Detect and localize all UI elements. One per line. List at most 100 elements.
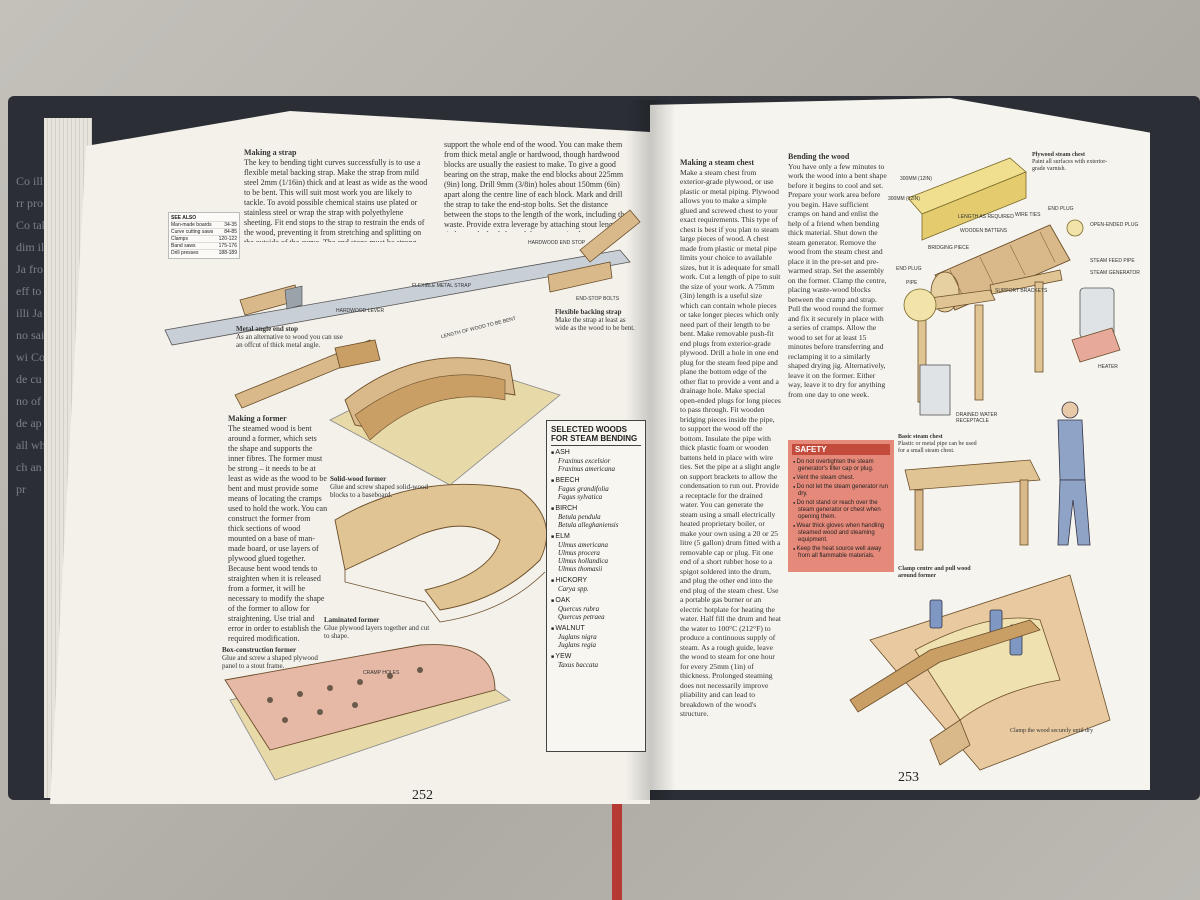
- drained-water-receptacle: [919, 364, 951, 416]
- wood-entry: ASH Fraxinus excelsior Fraxinus american…: [551, 449, 641, 473]
- wood-entry: OAK Quercus rubra Quercus petraea: [551, 597, 641, 621]
- wood-latin: Betula pendula: [558, 513, 601, 521]
- selected-woods-title: SELECTED WOODS FOR STEAM BENDING: [551, 425, 641, 446]
- bent-wood-strip: [849, 619, 1041, 713]
- wood-entry: YEW Taxus baccata: [551, 653, 641, 669]
- wood-name: HICKORY: [551, 577, 641, 585]
- steam-chest-text: Make a steam chest from exterior-grade p…: [680, 167, 782, 719]
- label-steam-feed-pipe: STEAM FEED PIPE: [1090, 258, 1135, 264]
- steam-chest-heading: Making a steam chest: [680, 158, 754, 167]
- backing-strap-caption-text: Make the strap at least as wide as the w…: [555, 316, 635, 332]
- label-cramp-holes: CRAMP HOLES: [363, 670, 400, 676]
- person-bending-wood: [1057, 401, 1091, 546]
- label-wire-ties: WIRE TIES: [1015, 212, 1041, 218]
- wood-name: ASH: [551, 449, 641, 457]
- label-drained-water: DRAINED WATER RECEPTACLE: [956, 412, 998, 424]
- label-flexible-metal-strap: FLEXIBLE METAL STRAP: [412, 283, 471, 289]
- wood-entry: HICKORY Carya spp.: [551, 577, 641, 593]
- making-strap-section: Making a strap The key to bending tight …: [244, 148, 430, 242]
- wood-latin: Ulmus thomasii: [558, 565, 603, 573]
- laminated-former: [334, 483, 548, 611]
- label-bridging-piece: BRIDGING PIECE: [928, 245, 970, 251]
- bending-text: You have only a few minutes to work the …: [788, 161, 887, 399]
- laminated-former-text: Glue plywood layers together and cut to …: [324, 624, 430, 640]
- label-steam-generator: STEAM GENERATOR: [1090, 270, 1140, 276]
- safety-item: Do not stand or reach over the steam gen…: [792, 499, 890, 521]
- solid-former-text: Glue and screw shaped solid-wood blocks …: [330, 483, 428, 499]
- wood-name: WALNUT: [551, 625, 641, 633]
- solid-former-caption: Solid-wood former Glue and screw shaped …: [330, 475, 440, 499]
- basic-chest-caption: Basic steam chest Plastic or metal pipe …: [898, 434, 978, 455]
- box-former-title: Box-construction former: [222, 646, 297, 654]
- wood-latin: Fraxinus americana: [558, 465, 615, 473]
- trestle-supports: [914, 269, 1063, 403]
- safety-item: Wear thick gloves when handling steamed …: [792, 522, 890, 544]
- wood-name: YEW: [551, 653, 641, 661]
- wood-entry: WALNUT Juglans nigra Juglans regia: [551, 625, 641, 649]
- wood-name: ELM: [551, 533, 641, 541]
- label-pipe: PIPE: [906, 280, 918, 286]
- wood-latin: Quercus rubra: [558, 605, 600, 613]
- strap-continued-text: support the whole end of the wood. You c…: [444, 140, 631, 232]
- making-former-section: Making a former The steamed wood is bent…: [228, 414, 328, 646]
- backing-strap-caption: Flexible backing strap Make the strap at…: [555, 308, 640, 332]
- label-hardwood-lever: HARDWOOD LEVER: [336, 308, 385, 314]
- wood-latin: Ulmus procera: [558, 549, 600, 557]
- clamp-caption: Clamp the wood securely until dry: [1010, 728, 1094, 734]
- label-support-brackets: SUPPORT BRACKETS: [995, 288, 1048, 294]
- wood-latin: Carya spp.: [558, 585, 589, 593]
- bookmark-ribbon: [612, 790, 622, 900]
- wood-latin: Quercus petraea: [558, 613, 605, 621]
- label-end-plug: END PLUG: [1048, 206, 1074, 212]
- box-former-caption: Box-construction former Glue and screw a…: [222, 646, 318, 670]
- end-plug-disc: [903, 288, 937, 322]
- safety-title: SAFETY: [792, 444, 890, 455]
- flexible-metal-strap: [164, 249, 631, 346]
- label-dim2: 300mm (12in): [888, 196, 920, 202]
- safety-item: Do not overtighten the steam generator's…: [792, 458, 890, 473]
- wood-latin: Ulmus americana: [558, 541, 608, 549]
- laminated-former-caption: Laminated former Glue plywood layers tog…: [324, 616, 434, 640]
- wood-latin: Juglans nigra: [558, 633, 597, 641]
- plywood-chest-title: Plywood steam chest: [1032, 152, 1085, 158]
- safety-item: Vent the steam chest.: [792, 474, 890, 482]
- wood-latin: Fraxinus excelsior: [558, 457, 611, 465]
- box-construction-former: [224, 644, 496, 751]
- making-former-text: The steamed wood is bent around a former…: [228, 424, 328, 643]
- plywood-chest-text: Paint all surfaces with exterior-grade v…: [1032, 159, 1108, 172]
- right-page-number: 253: [898, 770, 919, 785]
- wood-latin: Ulmus hollandica: [558, 557, 608, 565]
- see-also-title: SEE ALSO: [171, 215, 197, 221]
- wood-entry: BEECH Fagus grandifolia Fagus sylvatica: [551, 477, 641, 501]
- clamp-title: Clamp centre and pull wood around former: [898, 566, 971, 579]
- basic-chest-text: Plastic or metal pipe can be used for a …: [898, 441, 977, 454]
- laminated-former-title: Laminated former: [324, 616, 380, 624]
- safety-item: Keep the heat source well away from all …: [792, 545, 890, 560]
- making-strap-heading: Making a strap: [244, 148, 297, 157]
- bending-section: Bending the wood You have only a few min…: [788, 152, 888, 432]
- wood-latin: Taxus baccata: [558, 661, 598, 669]
- label-wooden-battens: WOODEN BATTENS: [960, 228, 1008, 234]
- wood-latin: Juglans regia: [558, 641, 597, 649]
- label-end-plug-2: END PLUG: [896, 266, 922, 272]
- backing-strap-caption-title: Flexible backing strap: [555, 308, 622, 316]
- label-heater: HEATER: [1098, 364, 1118, 370]
- metal-angle-caption-text: As an alternative to wood you can use an…: [236, 333, 343, 349]
- label-end-stop-bolts: END-STOP BOLTS: [576, 296, 620, 302]
- metal-angle-caption: Metal angle end stop As an alternative t…: [236, 325, 346, 349]
- bending-heading: Bending the wood: [788, 152, 850, 161]
- wood-name: OAK: [551, 597, 641, 605]
- box-former-text: Glue and screw a shaped plywood panel to…: [222, 654, 318, 670]
- safety-box: SAFETY Do not overtighten the steam gene…: [788, 440, 894, 572]
- plywood-chest-caption: Plywood steam chest Paint all surfaces w…: [1032, 152, 1112, 173]
- label-dim1: 300mm (12in): [900, 176, 932, 182]
- basic-chest-title: Basic steam chest: [898, 434, 943, 440]
- wood-name: BEECH: [551, 477, 641, 485]
